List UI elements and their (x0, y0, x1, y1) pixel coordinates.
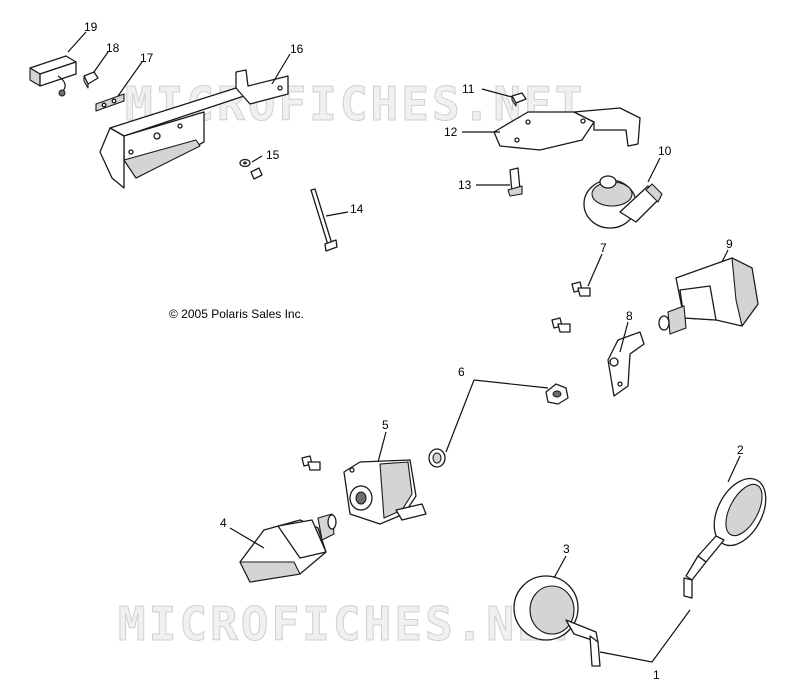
callout-4[interactable]: 4 (220, 516, 227, 530)
callout-19[interactable]: 19 (84, 20, 98, 34)
part-6-grommet[interactable] (428, 448, 446, 468)
part-15-washer-nut[interactable] (239, 158, 263, 180)
callout-8[interactable]: 8 (626, 309, 633, 323)
part-3-mirror[interactable] (513, 575, 601, 667)
part-16-bracket[interactable] (99, 69, 289, 189)
copyright-notice: © 2005 Polaris Sales Inc. (169, 307, 304, 321)
callout-3[interactable]: 3 (563, 542, 570, 556)
callout-18[interactable]: 18 (106, 41, 120, 55)
callout-6[interactable]: 6 (458, 365, 465, 379)
part-14-bolt[interactable] (310, 188, 338, 252)
part-13-bolt[interactable] (507, 167, 523, 197)
part-10-horn[interactable] (583, 175, 663, 229)
callout-7[interactable]: 7 (600, 241, 607, 255)
callouts: 1 2 3 4 5 6 7 8 9 10 11 12 13 14 15 16 1… (84, 20, 744, 682)
part-11-nut[interactable] (511, 92, 527, 107)
part-12-horn-bracket[interactable] (493, 107, 641, 151)
callout-12[interactable]: 12 (444, 125, 458, 139)
part-5-screw[interactable] (301, 455, 321, 471)
callout-13[interactable]: 13 (458, 178, 472, 192)
leader-lines (67, 31, 741, 663)
watermark-bottom: MICROFICHES.NET (118, 597, 578, 651)
callout-11[interactable]: 11 (462, 82, 475, 96)
part-18-nut[interactable] (83, 71, 99, 89)
part-2-mirror[interactable] (683, 470, 776, 599)
callout-5[interactable]: 5 (382, 418, 389, 432)
callout-2[interactable]: 2 (737, 443, 744, 457)
part-7-screw[interactable] (571, 281, 591, 297)
callout-1[interactable]: 1 (653, 668, 660, 682)
part-8-signal-bracket[interactable] (607, 331, 645, 397)
callout-9[interactable]: 9 (726, 237, 733, 251)
part-4-turn-signal[interactable] (239, 513, 337, 583)
part-17-plate[interactable] (95, 93, 125, 112)
part-9-turn-signal[interactable] (658, 257, 759, 335)
callout-10[interactable]: 10 (658, 144, 672, 158)
part-19-connector[interactable] (29, 55, 77, 97)
part-6-flange-nut[interactable] (545, 383, 569, 405)
callout-17[interactable]: 17 (140, 51, 154, 65)
part-5-mount[interactable] (343, 459, 427, 525)
part-7-screw-2[interactable] (551, 317, 571, 333)
callout-16[interactable]: 16 (290, 42, 304, 56)
callout-15[interactable]: 15 (266, 148, 280, 162)
callout-14[interactable]: 14 (350, 202, 364, 216)
